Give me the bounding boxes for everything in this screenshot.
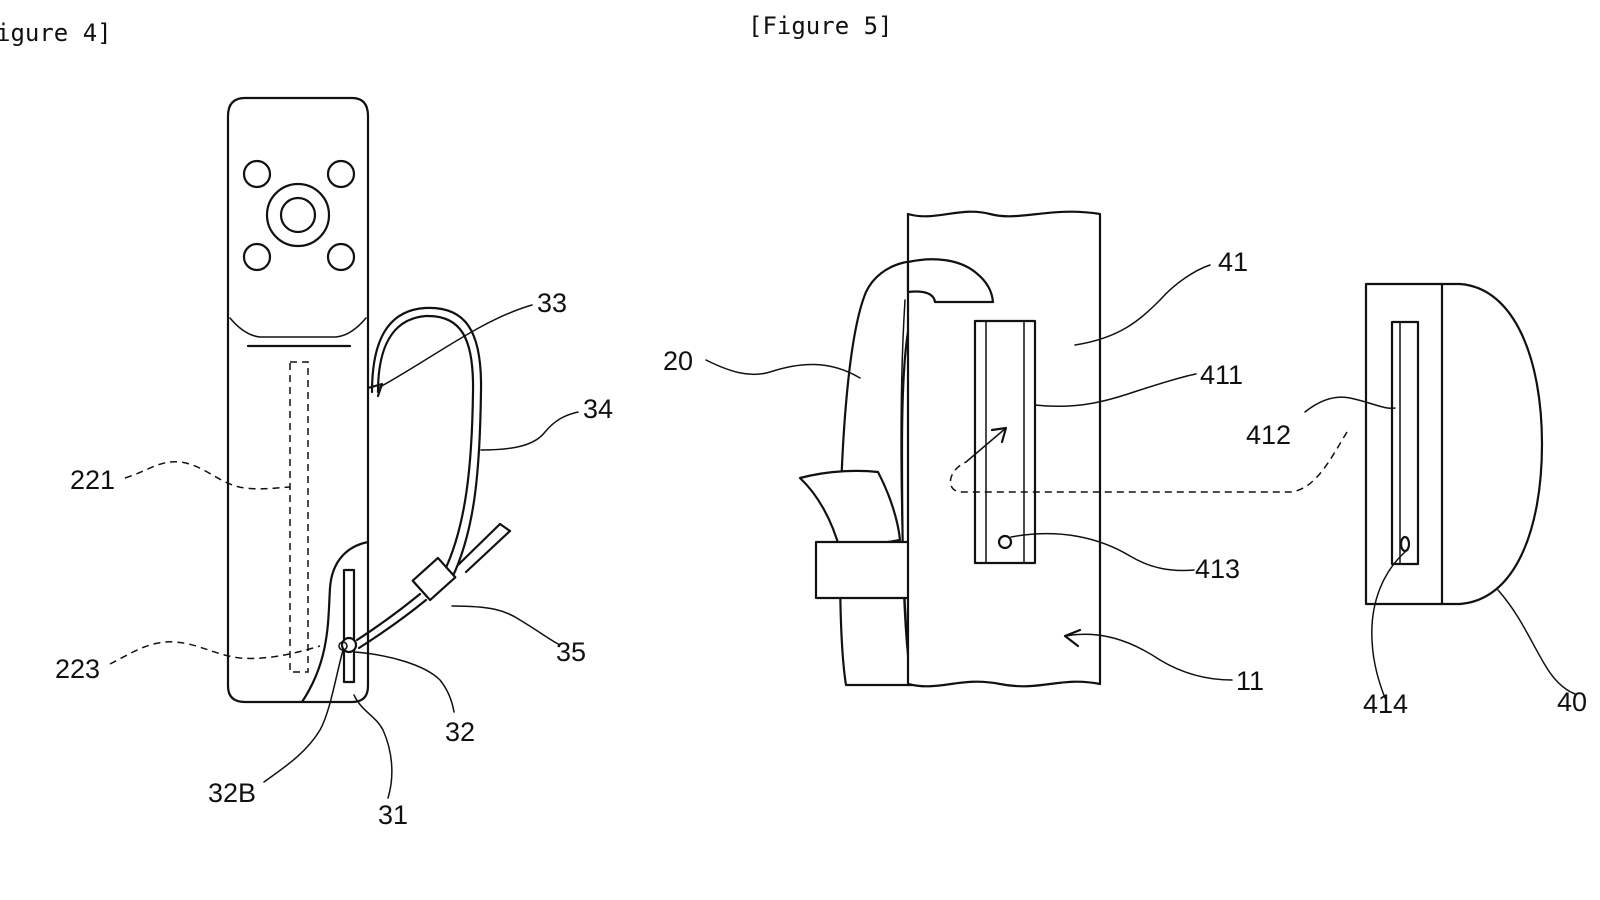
leader-221 [124,461,291,490]
cutaway-edge [300,540,370,704]
slot-411 [973,319,1037,565]
label-33: 33 [537,288,567,318]
label-411: 411 [1200,360,1243,390]
label-41: 41 [1218,247,1248,277]
leader-32 [354,651,455,713]
strap-end [798,469,902,552]
label-34: 34 [583,394,613,424]
leader-414 [1371,551,1406,699]
lens-hole-tr [326,159,356,189]
lens-hole-bl [242,242,272,272]
figure-5: [Figure 5] [663,12,1587,719]
label-414: 414 [1363,689,1408,719]
insert-path [949,431,1348,493]
pin-414 [1399,535,1411,553]
hole-413 [997,534,1013,550]
strap-buckle [814,540,914,600]
label-35: 35 [556,637,586,667]
device-body [226,96,370,704]
leader-40 [1497,589,1576,695]
figure-4-caption: igure 4] [0,19,112,47]
leader-411 [1034,373,1197,408]
label-413: 413 [1195,554,1240,584]
leader-31 [353,694,393,799]
leader-33 [377,304,533,389]
bar-31 [342,568,356,684]
insert-arrow-shaft [965,427,1007,463]
figure-5-caption: [Figure 5] [748,12,893,40]
leader-412 [1304,396,1396,413]
stopper-35 [355,522,512,650]
clip-33 [366,382,384,398]
figure-4: igure 4] [0,19,613,830]
label-32B: 32B [208,778,256,808]
label-20: 20 [663,346,693,376]
label-32: 32 [445,717,475,747]
leader-413 [1010,532,1195,572]
label-40: 40 [1557,687,1587,717]
leader-35 [451,605,561,646]
leader-20 [705,359,861,379]
lens-hole-tl [242,159,272,189]
face-panel-curve [229,317,367,338]
leader-11 [1064,633,1233,681]
label-223: 223 [55,654,100,684]
lens-center [279,196,317,234]
strap-loop-34 [370,306,483,580]
hidden-slot-221 [289,361,309,673]
label-31: 31 [378,800,408,830]
strap-front [906,258,995,304]
strap-inner-edge [900,299,911,683]
label-221: 221 [70,465,115,495]
strap-loop-inner [376,314,475,574]
rail-412 [1390,320,1420,566]
lens-hole-br [326,242,356,272]
label-11: 11 [1236,666,1264,696]
leader-34 [480,411,579,451]
lens-outer-ring [265,182,331,248]
label-412: 412 [1246,420,1291,450]
arrowhead-11 [1063,628,1082,648]
insert-arrowhead [990,426,1008,444]
leader-41 [1074,264,1211,346]
leader-32B [263,649,344,783]
